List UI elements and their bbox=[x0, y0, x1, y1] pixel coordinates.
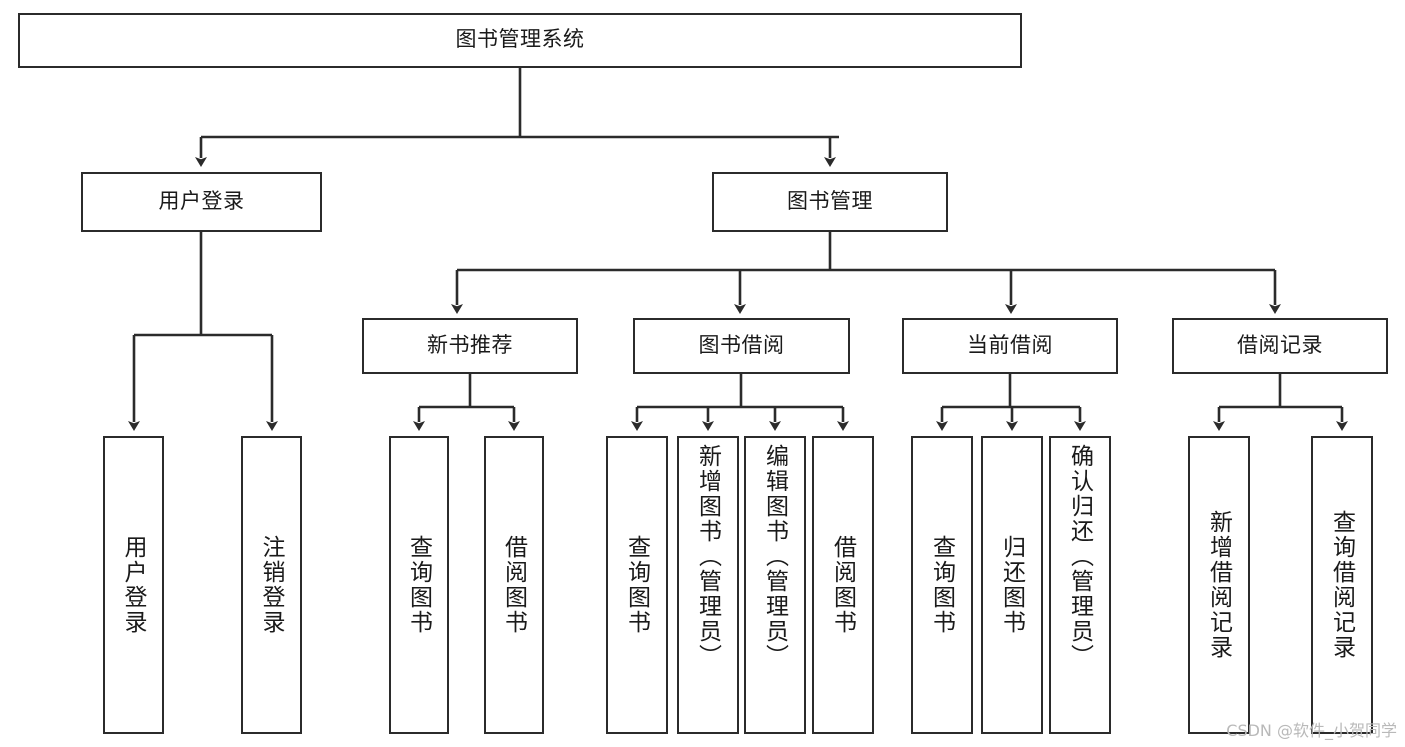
node-current-borrow-label: 当前借阅 bbox=[967, 333, 1053, 357]
leaf-query-book-current-label: 查询图书 bbox=[929, 535, 956, 635]
node-new-book-recommend[interactable]: 新书推荐 bbox=[362, 318, 578, 374]
leaf-query-book-borrow[interactable]: 查询图书 bbox=[606, 436, 668, 734]
node-book-borrow[interactable]: 图书借阅 bbox=[633, 318, 850, 374]
leaf-query-borrow-record[interactable]: 查询借阅记录 bbox=[1311, 436, 1373, 734]
node-book-borrow-label: 图书借阅 bbox=[698, 333, 785, 357]
leaf-borrow-book-recommend[interactable]: 借阅图书 bbox=[484, 436, 544, 734]
leaf-add-book-admin[interactable]: 新增图书（管理员） bbox=[677, 436, 739, 734]
leaf-query-book-recommend[interactable]: 查询图书 bbox=[389, 436, 449, 734]
node-book-management-label: 图书管理 bbox=[787, 189, 873, 213]
leaf-query-book-borrow-label: 查询图书 bbox=[624, 535, 651, 635]
leaf-user-login-label: 用户登录 bbox=[121, 535, 147, 635]
node-root[interactable]: 图书管理系统 bbox=[18, 13, 1022, 68]
leaf-borrow-book-recommend-label: 借阅图书 bbox=[501, 535, 528, 635]
leaf-logout-label: 注销登录 bbox=[259, 535, 285, 635]
leaf-query-book-recommend-label: 查询图书 bbox=[406, 535, 433, 635]
node-user-login[interactable]: 用户登录 bbox=[81, 172, 322, 232]
leaf-confirm-return-admin[interactable]: 确认归还（管理员） bbox=[1049, 436, 1111, 734]
leaf-logout[interactable]: 注销登录 bbox=[241, 436, 302, 734]
leaf-edit-book-admin[interactable]: 编辑图书（管理员） bbox=[744, 436, 806, 734]
leaf-query-book-current[interactable]: 查询图书 bbox=[911, 436, 973, 734]
leaf-user-login[interactable]: 用户登录 bbox=[103, 436, 164, 734]
node-book-management[interactable]: 图书管理 bbox=[712, 172, 948, 232]
node-borrow-record-label: 借阅记录 bbox=[1237, 333, 1323, 357]
leaf-add-borrow-record[interactable]: 新增借阅记录 bbox=[1188, 436, 1250, 734]
leaf-return-book[interactable]: 归还图书 bbox=[981, 436, 1043, 734]
leaf-return-book-label: 归还图书 bbox=[999, 535, 1026, 635]
leaf-borrow-book[interactable]: 借阅图书 bbox=[812, 436, 874, 734]
node-user-login-label: 用户登录 bbox=[158, 189, 245, 213]
leaf-add-borrow-record-label: 新增借阅记录 bbox=[1206, 510, 1233, 660]
leaf-add-book-admin-label: 新增图书（管理员） bbox=[695, 444, 722, 669]
leaf-query-borrow-record-label: 查询借阅记录 bbox=[1329, 510, 1356, 660]
node-current-borrow[interactable]: 当前借阅 bbox=[902, 318, 1118, 374]
node-root-label: 图书管理系统 bbox=[455, 28, 585, 52]
watermark-text: CSDN @软件_小贺同学 bbox=[1226, 721, 1397, 740]
leaf-confirm-return-admin-label: 确认归还（管理员） bbox=[1067, 444, 1094, 669]
node-new-book-recommend-label: 新书推荐 bbox=[427, 333, 513, 357]
node-borrow-record[interactable]: 借阅记录 bbox=[1172, 318, 1388, 374]
leaf-borrow-book-label: 借阅图书 bbox=[830, 535, 857, 635]
leaf-edit-book-admin-label: 编辑图书（管理员） bbox=[762, 444, 789, 669]
